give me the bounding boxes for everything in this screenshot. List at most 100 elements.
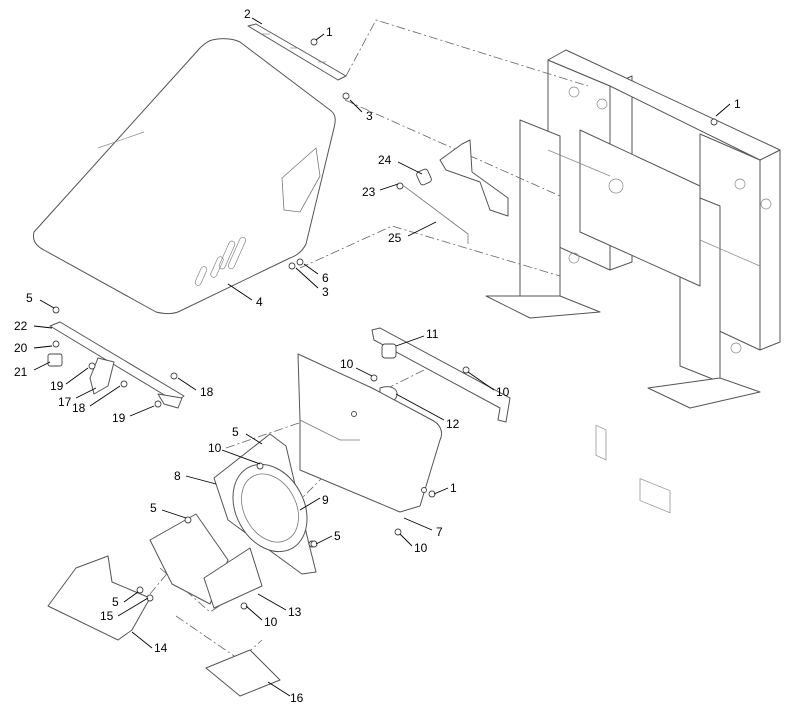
callout-labels: 2 1 3 1 24 23 25 6 3 4 5 22 20 21 19 17 …: [14, 7, 741, 705]
callout-23: 23: [362, 185, 376, 199]
callout-14: 14: [154, 641, 168, 655]
leader: [33, 345, 53, 349]
fan-shroud-assembly: [213, 433, 317, 575]
screw: [342, 92, 350, 100]
leader: [403, 517, 433, 531]
frame-center-plate: [579, 129, 701, 287]
centerline-pin-to-frame: [344, 99, 561, 197]
callout-10: 10: [414, 541, 428, 555]
crossbar-end-tab: [157, 393, 183, 409]
callout-5: 5: [26, 291, 33, 305]
leader: [295, 267, 319, 289]
callout-20: 20: [14, 341, 28, 355]
shroud-fold: [299, 419, 360, 441]
frame-hole: [568, 86, 580, 98]
callout-1: 1: [450, 481, 457, 495]
callout-5: 5: [232, 425, 239, 439]
leader: [715, 103, 731, 117]
callout-leaders: [33, 17, 731, 697]
frame-left-foot: [485, 295, 601, 319]
frame-hole: [730, 342, 742, 354]
latch-rod-assembly: [396, 139, 509, 244]
frame-hole: [568, 252, 580, 264]
callout-21: 21: [14, 365, 28, 379]
frame-back-upright-right-side: [759, 149, 781, 351]
callout-18: 18: [200, 385, 214, 399]
leader: [467, 371, 495, 391]
main-frame-assembly: [485, 49, 781, 514]
leader: [399, 533, 413, 547]
bolt: [240, 602, 248, 610]
callout-3: 3: [366, 109, 373, 123]
nut: [146, 594, 154, 602]
callout-5: 5: [150, 501, 157, 515]
loose-hardware: [184, 38, 718, 548]
hood-panel: [33, 38, 336, 314]
leader: [33, 325, 53, 329]
leader: [33, 361, 51, 371]
shield-grommet: [381, 343, 397, 359]
leader: [177, 377, 197, 391]
leader: [267, 681, 291, 697]
leader: [407, 221, 437, 237]
leader: [251, 17, 263, 25]
insulation-pad: [205, 649, 281, 697]
leader: [303, 263, 319, 275]
leader: [395, 393, 445, 421]
lower-deflectors: [47, 513, 263, 641]
washer: [52, 340, 60, 348]
nut: [120, 380, 128, 388]
leader: [39, 299, 55, 309]
callout-10: 10: [208, 441, 222, 455]
frame-window: [639, 478, 671, 514]
callout-1: 1: [734, 97, 741, 111]
bolt: [184, 516, 192, 524]
leader: [433, 487, 449, 495]
crossbar-rail: [49, 321, 185, 403]
leader: [315, 535, 333, 545]
callout-10: 10: [340, 357, 354, 371]
callout-4: 4: [256, 295, 263, 309]
leader: [75, 387, 97, 399]
spacer: [154, 400, 162, 408]
bolt: [394, 528, 402, 536]
callout-10: 10: [264, 615, 278, 629]
latch-rod: [396, 185, 469, 244]
callout-22: 22: [14, 319, 28, 333]
fan-ring-outer: [232, 463, 308, 553]
bolt: [170, 372, 178, 380]
frame-hole: [734, 178, 746, 190]
rivet: [421, 487, 427, 493]
centerline-hood-to-frame: [299, 225, 561, 277]
centerline-pad: [175, 615, 263, 661]
rivet: [351, 411, 357, 417]
leader: [185, 475, 217, 485]
callout-2: 2: [244, 7, 251, 21]
leader: [129, 405, 155, 417]
hood-vent-opening: [281, 147, 321, 213]
side-shield-assembly: [370, 327, 511, 423]
washer: [136, 586, 144, 594]
spring-nut: [296, 258, 304, 266]
leader: [221, 449, 261, 465]
callout-3: 3: [322, 285, 329, 299]
latch-bracket: [439, 139, 509, 217]
callout-12: 12: [446, 417, 460, 431]
frame-hole: [760, 198, 772, 210]
leader: [117, 597, 149, 617]
screw: [52, 306, 60, 314]
centerline-strip-to-frame: [345, 19, 589, 87]
callout-19: 19: [112, 411, 126, 425]
crossbar-hinge-plate: [89, 357, 115, 395]
hood-crease: [97, 131, 145, 149]
callout-24: 24: [378, 153, 392, 167]
callout-10: 10: [496, 385, 510, 399]
callout-5: 5: [112, 595, 119, 609]
mounting-strip: [247, 23, 347, 81]
frame-edge: [699, 239, 761, 267]
hood-louver: [218, 240, 236, 270]
rubber-bumper: [47, 353, 63, 367]
leader: [397, 161, 423, 175]
hood-outline: [33, 38, 336, 314]
callout-16: 16: [290, 691, 304, 705]
